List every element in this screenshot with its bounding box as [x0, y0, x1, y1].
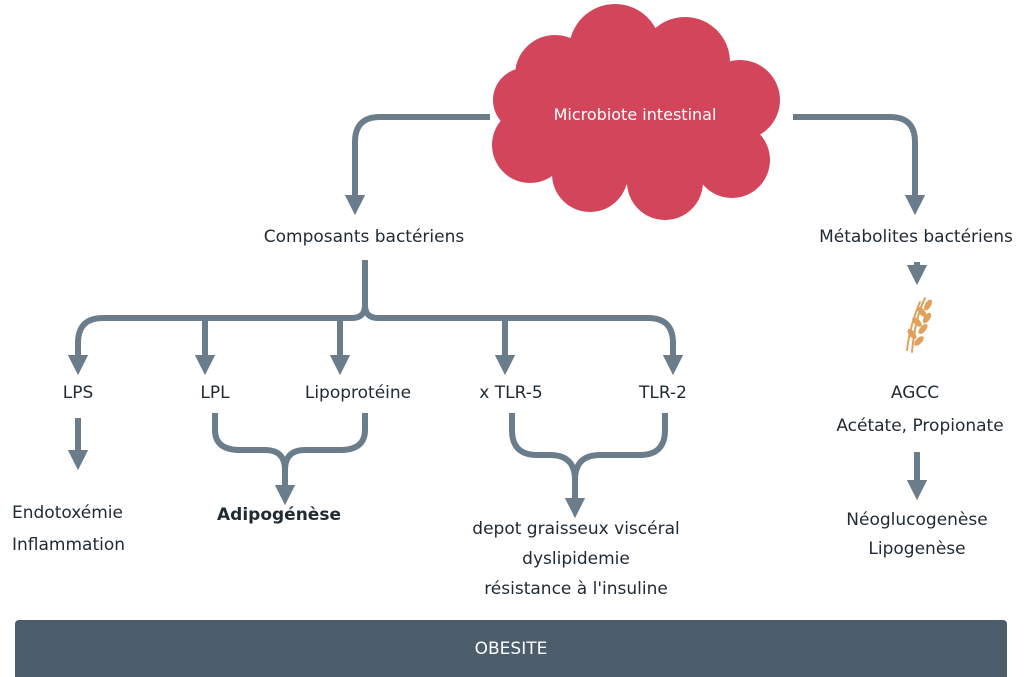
- obesite-bar: OBESITE: [15, 620, 1007, 677]
- source-label: Microbiote intestinal: [553, 105, 717, 124]
- dyslipidemie-label: dyslipidemie: [522, 549, 630, 569]
- acetate-propionate-label: Acétate, Propionate: [836, 416, 1004, 436]
- resistance-insuline-label: résistance à l'insuline: [484, 579, 668, 599]
- arrow-cloud-to-composants: [344, 114, 490, 216]
- merge-tlr5-tlr2: [509, 413, 586, 519]
- arrow-cloud-to-metabolites: [793, 114, 926, 216]
- lipoproteine-label: Lipoprotéine: [304, 383, 412, 403]
- cloud-shape: [492, 4, 780, 220]
- metabolites-label: Métabolites bactériens: [819, 227, 1013, 247]
- neoglucogenese-label: Néoglucogenèse: [846, 510, 988, 530]
- inflammation-label: Inflammation: [12, 535, 126, 555]
- merge-lpl-lipoproteine: [212, 413, 296, 506]
- merge-tlr2-right: [572, 413, 668, 481]
- depot-graisseux-label: depot graisseux viscéral: [472, 519, 680, 539]
- composants-label: Composants bactériens: [263, 227, 465, 247]
- composants-trunk: [67, 260, 368, 376]
- tlr5-label: x TLR-5: [479, 383, 543, 403]
- obesite-label: OBESITE: [474, 639, 548, 659]
- lpl-label: LPL: [200, 383, 230, 403]
- tlr2-label: TLR-2: [639, 383, 687, 403]
- grain-icon: [878, 288, 958, 368]
- merge-lipoproteine-right: [282, 413, 368, 471]
- lps-label: LPS: [62, 383, 94, 403]
- adipogenese-label: Adipogénèse: [217, 505, 341, 525]
- composants-trunk-right: [362, 304, 684, 376]
- agcc-label: AGCC: [890, 383, 940, 403]
- lipogenese-label: Lipogenèse: [868, 539, 966, 559]
- endotoxemie-label: Endotoxémie: [12, 503, 123, 523]
